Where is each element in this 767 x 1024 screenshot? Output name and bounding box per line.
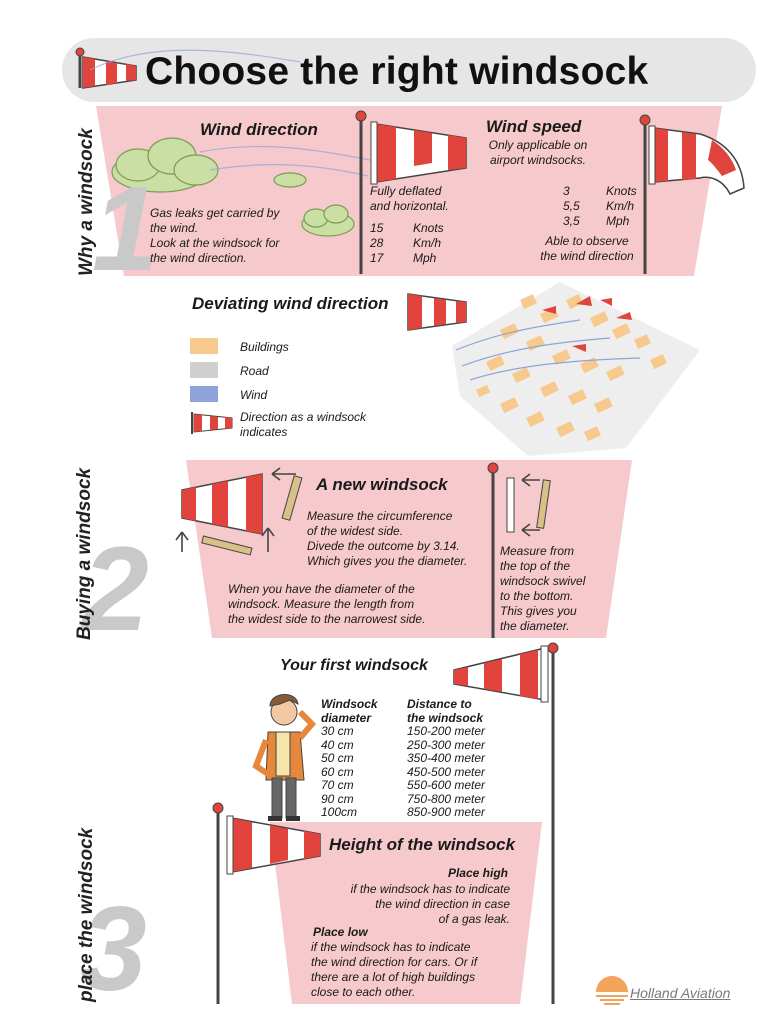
new-windsock-illustration	[175, 467, 303, 556]
section1-band	[96, 106, 722, 276]
swivel-pole-illustration	[487, 462, 551, 638]
brand-logo-icon	[596, 976, 628, 1005]
windsock-speed-illustration	[639, 114, 745, 274]
city-map-illustration	[452, 282, 700, 456]
side-label-place: place the windsock	[76, 827, 97, 1002]
legend-label-road: Road	[240, 364, 269, 378]
road-swatch	[190, 362, 218, 378]
height-heading: Height of the windsock	[329, 835, 516, 854]
wind-direction-heading: Wind direction	[200, 120, 318, 139]
section-numeral-3: 3	[80, 882, 147, 1016]
place-low-text: if the windsock has to indicate the wind…	[311, 940, 478, 999]
place-low-title: Place low	[313, 925, 368, 939]
legend-label-wind: Wind	[240, 388, 268, 402]
clouds	[111, 137, 355, 237]
header-windsock-icon	[75, 47, 137, 89]
wind-speed-note: Able to observe the wind direction	[540, 234, 634, 263]
section-numeral-2: 2	[82, 522, 149, 656]
header-pill	[62, 38, 756, 102]
wind-speed-sub: Only applicable on airport windsocks.	[488, 138, 588, 167]
length-text: When you have the diameter of the windso…	[228, 582, 426, 626]
buildings-swatch	[190, 338, 218, 354]
section-numeral-1: 1	[92, 162, 159, 296]
deviating-windsock-icon	[407, 293, 467, 331]
deviating-heading: Deviating wind direction	[192, 294, 389, 313]
wind-speed-heading: Wind speed	[486, 117, 582, 136]
windsock-deflated-illustration	[355, 110, 467, 274]
side-label-buying: Buying a windsock	[74, 467, 95, 640]
place-high-title: Place high	[447, 866, 508, 880]
person-illustration	[252, 694, 317, 821]
brand-name: Holland Aviation	[630, 985, 731, 1001]
height-windsock-illustration	[212, 802, 321, 1004]
wind-direction-text: Gas leaks get carried by the wind. Look …	[150, 206, 280, 265]
wind-lines	[89, 49, 371, 177]
legend-label-direction: Direction as a windsock indicates	[240, 410, 367, 439]
windsock-icon	[191, 412, 233, 434]
new-windsock-heading: A new windsock	[316, 475, 448, 494]
section3-band	[270, 822, 542, 1004]
wind-swatch	[190, 386, 218, 402]
first-windsock-illustration	[453, 642, 559, 1004]
page-title: Choose the right windsock	[145, 50, 649, 93]
side-label-why: Why a windsock	[76, 128, 97, 276]
swivel-text: Measure from the top of the windsock swi…	[500, 544, 586, 633]
section2-band	[186, 460, 632, 638]
measure-text: Measure the circumference of the widest …	[307, 509, 468, 568]
legend-label-buildings: Buildings	[240, 340, 289, 354]
first-windsock-heading: Your first windsock	[280, 657, 428, 674]
place-high-text: if the windsock has to indicate the wind…	[350, 882, 510, 926]
